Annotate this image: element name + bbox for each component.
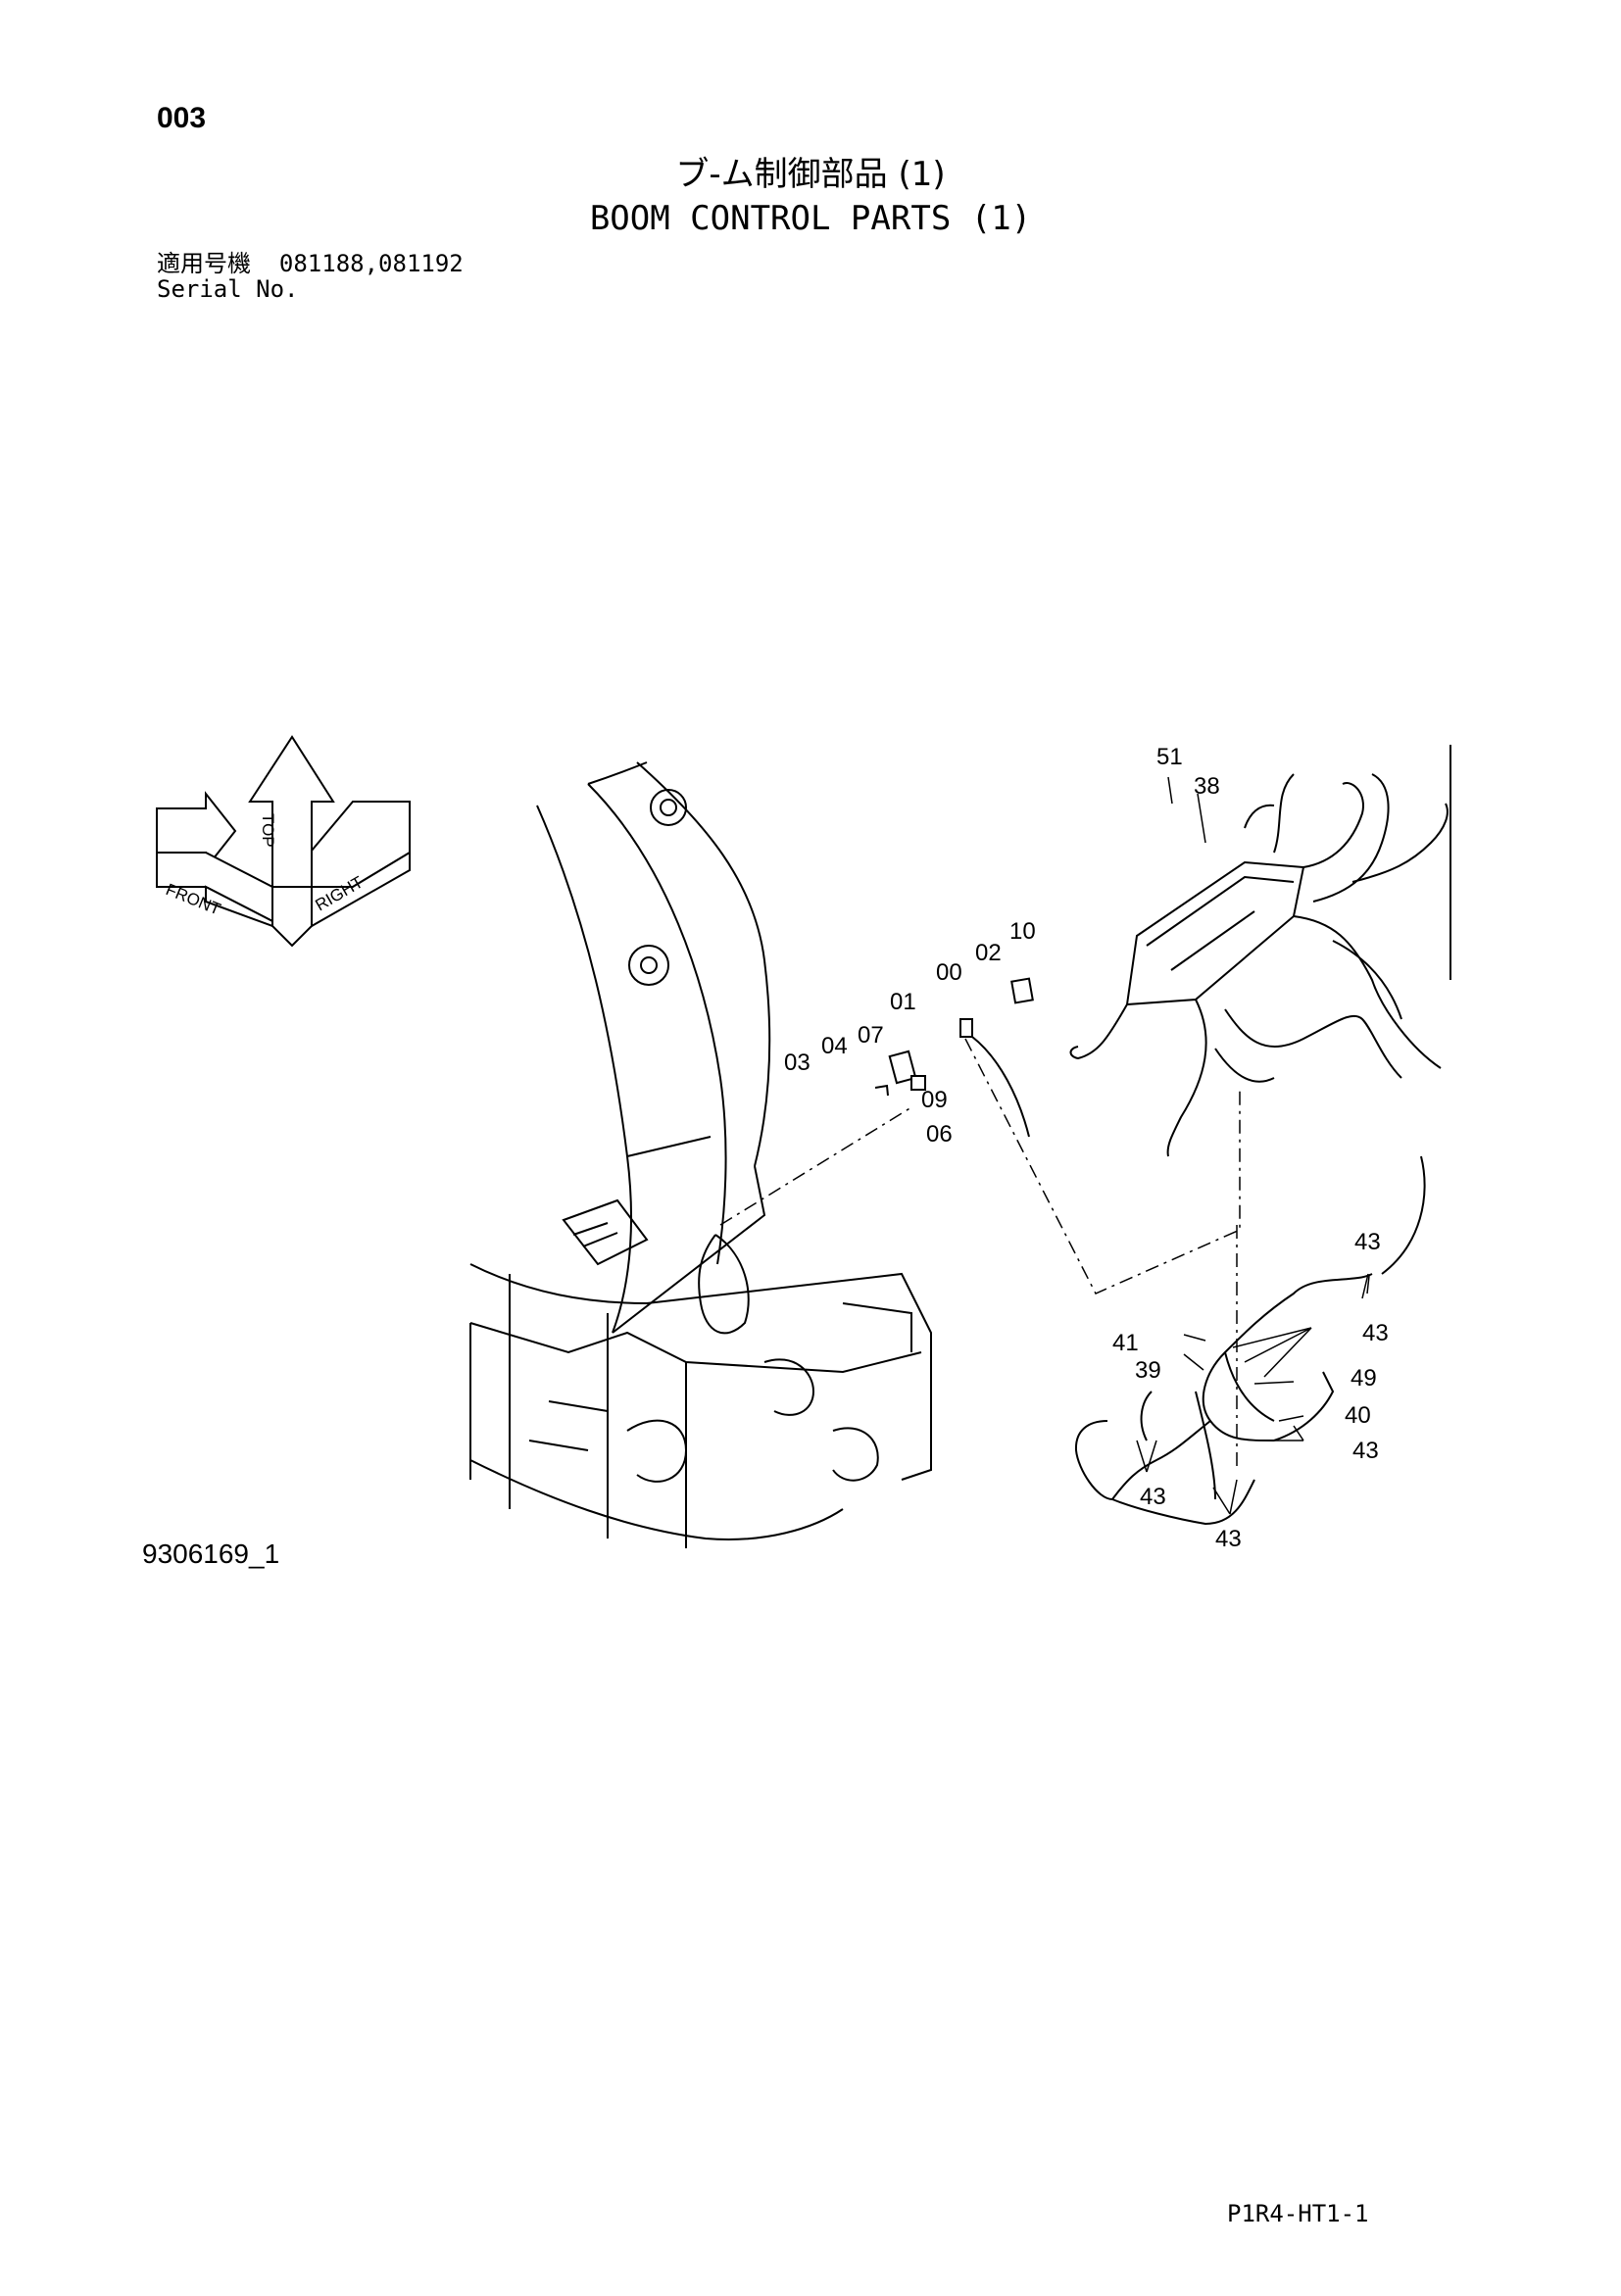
orientation-icon xyxy=(156,735,411,948)
boom-structure xyxy=(469,761,932,1548)
part-label-43-a: 43 xyxy=(1354,1229,1381,1255)
diagram-id: 9306169_1 xyxy=(142,1539,280,1569)
part-label-10: 10 xyxy=(1009,918,1036,945)
page-number: 003 xyxy=(157,102,207,134)
part-label-43-b: 43 xyxy=(1362,1320,1389,1346)
orientation-top-label: TOP xyxy=(259,813,277,848)
serial-numbers: 081188,081192 xyxy=(278,250,464,277)
part-label-38: 38 xyxy=(1194,773,1220,800)
page-title-jp: ブ-ム制御部品 (1) xyxy=(675,155,946,194)
page-code: P1R4-HT1-1 xyxy=(1227,2200,1369,2227)
part-label-04: 04 xyxy=(821,1033,848,1059)
part-label-41: 41 xyxy=(1112,1330,1139,1356)
serial-label-en: Serial No. xyxy=(157,275,299,303)
part-label-01: 01 xyxy=(890,989,916,1015)
part-label-03: 03 xyxy=(784,1050,810,1076)
part-label-02: 02 xyxy=(975,940,1002,966)
part-label-51: 51 xyxy=(1156,744,1183,770)
part-label-09: 09 xyxy=(921,1087,948,1113)
part-label-43-d: 43 xyxy=(1140,1484,1166,1510)
part-label-00: 00 xyxy=(936,959,962,986)
part-label-49: 49 xyxy=(1351,1365,1377,1392)
leader-lines xyxy=(719,1038,1241,1470)
part-label-07: 07 xyxy=(858,1022,884,1049)
serial-row-jp: 適用号機 081188,081192 xyxy=(157,251,464,276)
part-label-40: 40 xyxy=(1345,1402,1371,1429)
part-label-43-c: 43 xyxy=(1352,1438,1379,1464)
control-unit xyxy=(1069,745,1451,1157)
switch-parts xyxy=(874,977,1034,1138)
serial-label-jp: 適用号機 xyxy=(157,250,251,277)
page-title-en: BOOM CONTROL PARTS (1) xyxy=(589,199,1032,238)
part-label-06: 06 xyxy=(926,1121,953,1148)
callout-arrows xyxy=(1136,776,1370,1515)
part-label-39: 39 xyxy=(1135,1357,1161,1384)
serial-block: 適用号機 081188,081192 Serial No. xyxy=(157,251,464,302)
part-label-43-e: 43 xyxy=(1215,1526,1242,1552)
lower-harness xyxy=(1074,1155,1426,1526)
